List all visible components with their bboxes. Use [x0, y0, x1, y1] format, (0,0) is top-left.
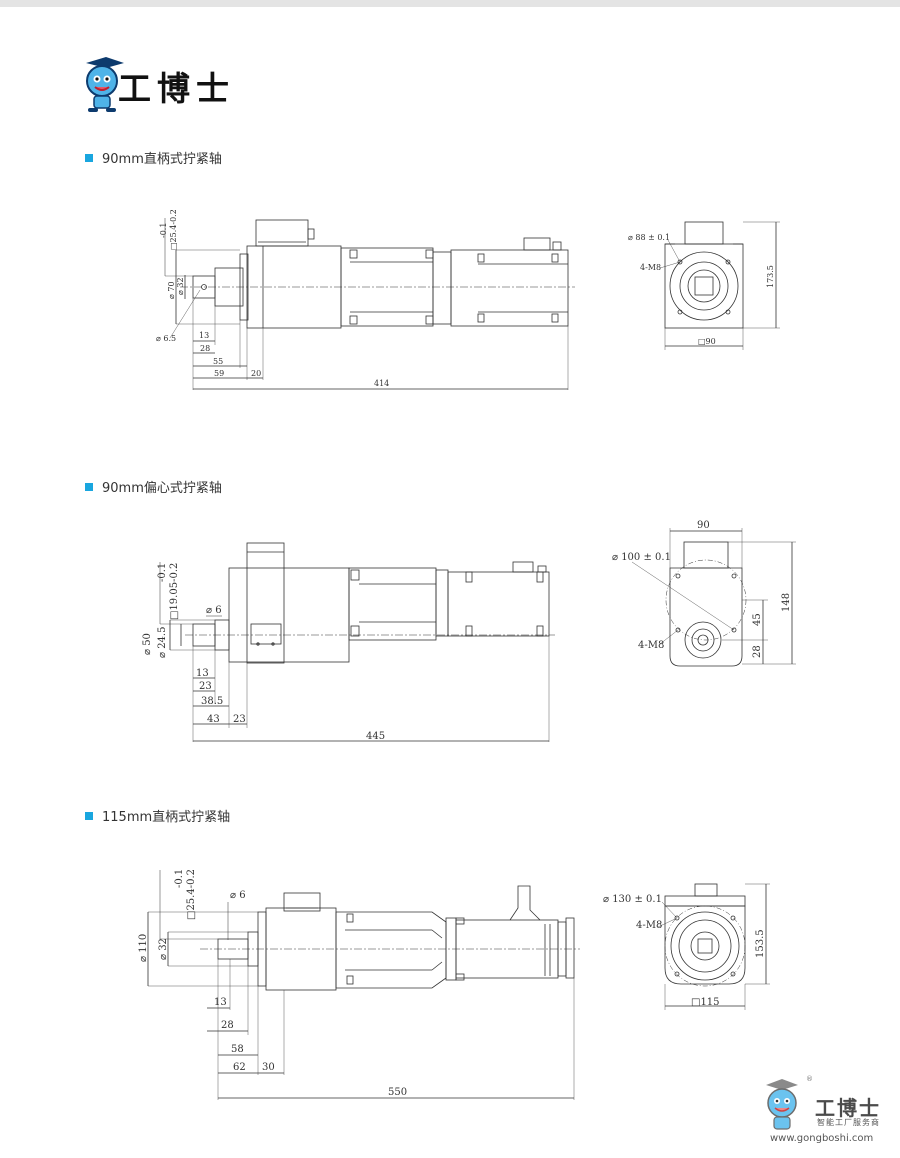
- label-l59: 59: [214, 369, 224, 378]
- drawing-1-side-view: [164, 218, 575, 390]
- label-l20: 20: [251, 369, 261, 378]
- label-l23: 23: [199, 681, 212, 692]
- label-h: 153.5: [755, 929, 766, 958]
- label-l385: 38.5: [201, 696, 223, 707]
- registered-mark: ®: [806, 1075, 813, 1083]
- top-bar: [0, 0, 900, 7]
- label-tol-b: □25.4-0.2: [186, 869, 197, 920]
- bullet-square-icon: [85, 482, 93, 491]
- label-l55: 55: [213, 357, 223, 366]
- label-l13: 13: [214, 997, 227, 1008]
- drawing-1-end-view: [659, 221, 780, 350]
- drawing-1-end-labels: ⌀ 88 ± 0.1 4-M8 173.5 □90: [628, 233, 775, 346]
- label-bolts: 4-M8: [636, 920, 662, 931]
- watermark-mascot-icon: [766, 1079, 798, 1130]
- label-h45: 45: [752, 613, 763, 626]
- label-tol-b: □25.4-0.2: [169, 209, 178, 250]
- label-h: 173.5: [766, 265, 775, 288]
- label-l414: 414: [374, 379, 389, 388]
- drawing-3-side-labels: -0.1 □25.4-0.2 ⌀ 6 ⌀ 110 ⌀ 32 13 28 58 6…: [138, 869, 407, 1098]
- drawing-2-side-view: [159, 542, 555, 742]
- section-title-text: 90mm偏心式拧紧轴: [102, 481, 222, 496]
- label-l445: 445: [366, 731, 385, 742]
- logo-text: 工博士: [118, 69, 235, 108]
- drawing-3-end-labels: ⌀ 130 ± 0.1 4-M8 153.5 □115: [603, 894, 766, 1008]
- label-d50: ⌀ 50: [142, 633, 153, 655]
- label-l13: 13: [196, 668, 209, 679]
- label-l28: 28: [200, 344, 210, 353]
- label-tol-a: -0.1: [157, 563, 168, 582]
- label-l550: 550: [388, 1087, 407, 1098]
- label-bolts: 4-M8: [640, 263, 661, 272]
- mascot-logo-icon: [86, 57, 124, 112]
- watermark-subtitle: 智能工厂服务商: [817, 1118, 880, 1127]
- watermark-url: www.gongboshi.com: [770, 1133, 874, 1144]
- label-l13: 13: [199, 331, 209, 340]
- label-pcd: ⌀ 100 ± 0.1: [612, 552, 671, 563]
- label-w90: 90: [697, 520, 710, 531]
- label-d70: ⌀ 70: [167, 281, 176, 299]
- section-title-text: 115mm直柄式拧紧轴: [102, 810, 231, 825]
- label-pcd: ⌀ 130 ± 0.1: [603, 894, 662, 905]
- label-l58: 58: [231, 1044, 244, 1055]
- label-d6: ⌀ 6: [206, 605, 222, 616]
- bullet-square-icon: [85, 811, 93, 820]
- label-tol-b: □19.05-0.2: [169, 563, 180, 620]
- section-title-1: 90mm直柄式拧紧轴: [85, 148, 222, 167]
- label-bolts: 4-M8: [638, 640, 664, 651]
- label-d32: ⌀ 32: [158, 938, 169, 960]
- label-l23b: 23: [233, 714, 246, 725]
- label-l62: 62: [233, 1062, 246, 1073]
- label-l28: 28: [221, 1020, 234, 1031]
- drawing-3-end-view: [657, 883, 770, 1010]
- watermark-title: 工博士: [815, 1096, 881, 1120]
- label-h28: 28: [752, 645, 763, 658]
- drawing-2-end-labels: 90 ⌀ 100 ± 0.1 4-M8 148 45 28: [612, 520, 792, 658]
- label-d110: ⌀ 110: [138, 934, 149, 962]
- drawing-1-side-labels: -0.1 □25.4-0.2 ⌀ 70 ⌀ 32 ⌀ 6.5 13 28 55 …: [156, 209, 389, 388]
- label-d32: ⌀ 32: [176, 277, 185, 295]
- label-d245: ⌀ 24.5: [157, 627, 168, 658]
- label-sq: □115: [691, 997, 720, 1008]
- label-l43: 43: [207, 714, 220, 725]
- label-sq: □90: [698, 337, 716, 346]
- label-tol-a: -0.1: [159, 223, 168, 238]
- drawing-2-side-labels: -0.1 □19.05-0.2 ⌀ 6 ⌀ 50 ⌀ 24.5 13 23 38…: [142, 563, 385, 742]
- label-hole: ⌀ 6.5: [156, 334, 176, 343]
- section-title-3: 115mm直柄式拧紧轴: [85, 806, 230, 825]
- label-tol-a: -0.1: [174, 869, 185, 888]
- section-title-text: 90mm直柄式拧紧轴: [102, 152, 222, 167]
- label-h148: 148: [781, 593, 792, 612]
- drawing-3-side-view: [147, 870, 580, 1100]
- label-d6: ⌀ 6: [230, 890, 246, 901]
- label-l30: 30: [262, 1062, 275, 1073]
- label-pcd: ⌀ 88 ± 0.1: [628, 233, 670, 242]
- bullet-square-icon: [85, 153, 93, 162]
- section-title-2: 90mm偏心式拧紧轴: [85, 477, 222, 496]
- drawing-2-end-view: [631, 528, 796, 667]
